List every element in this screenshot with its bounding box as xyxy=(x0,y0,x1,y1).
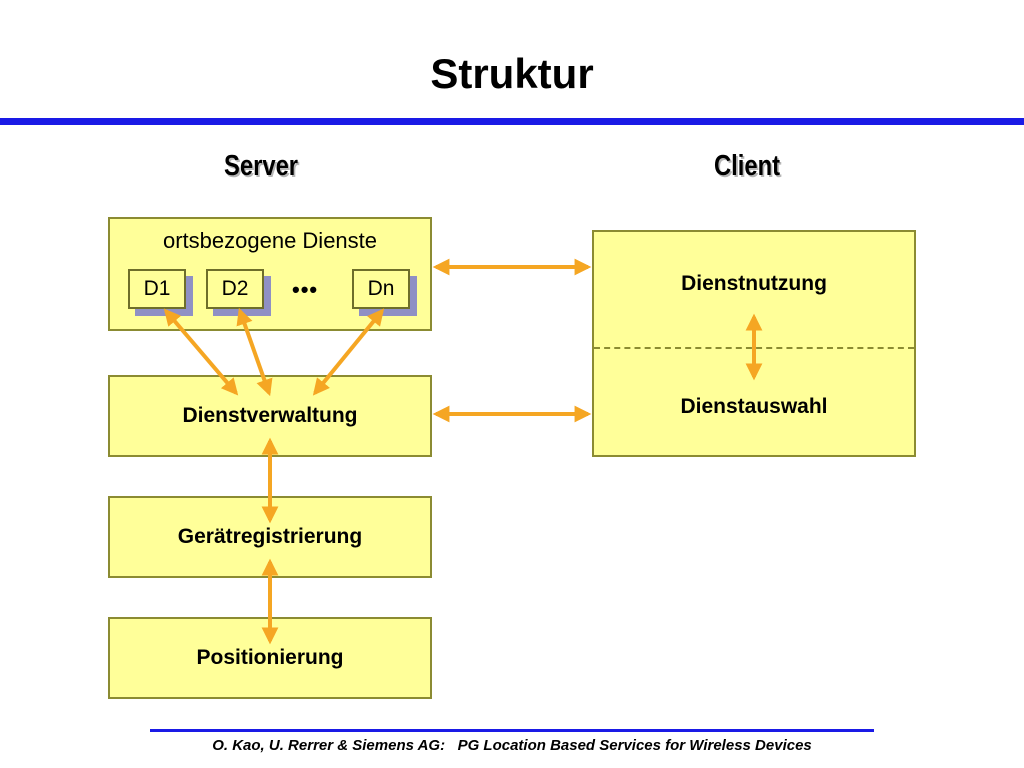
ellipsis: ••• xyxy=(292,277,319,302)
footer-divider xyxy=(150,729,874,732)
service-management-label: Dienstverwaltung xyxy=(182,404,358,427)
service-dn: Dn xyxy=(352,269,410,309)
client-heading: Client xyxy=(714,150,781,182)
server-heading: Server xyxy=(224,150,299,182)
arrow-d2-management xyxy=(236,307,273,397)
arrow-dn-management xyxy=(312,308,385,396)
slide-title: Struktur xyxy=(430,50,594,97)
device-registration-label: Gerätregistrierung xyxy=(177,525,363,548)
arrow-d1-management xyxy=(163,308,239,396)
location-services-label: ortsbezogene Dienste xyxy=(162,228,378,253)
footer-text: O. Kao, U. Rerrer & Siemens AG: PG Locat… xyxy=(212,737,812,754)
service-selection-label: Dienstauswahl xyxy=(680,395,828,418)
service-d2: D2 xyxy=(206,269,264,309)
service-d1: D1 xyxy=(128,269,186,309)
positioning-label: Positionierung xyxy=(196,646,344,669)
title-divider xyxy=(0,118,1024,125)
service-usage-label: Dienstnutzung xyxy=(681,272,827,295)
